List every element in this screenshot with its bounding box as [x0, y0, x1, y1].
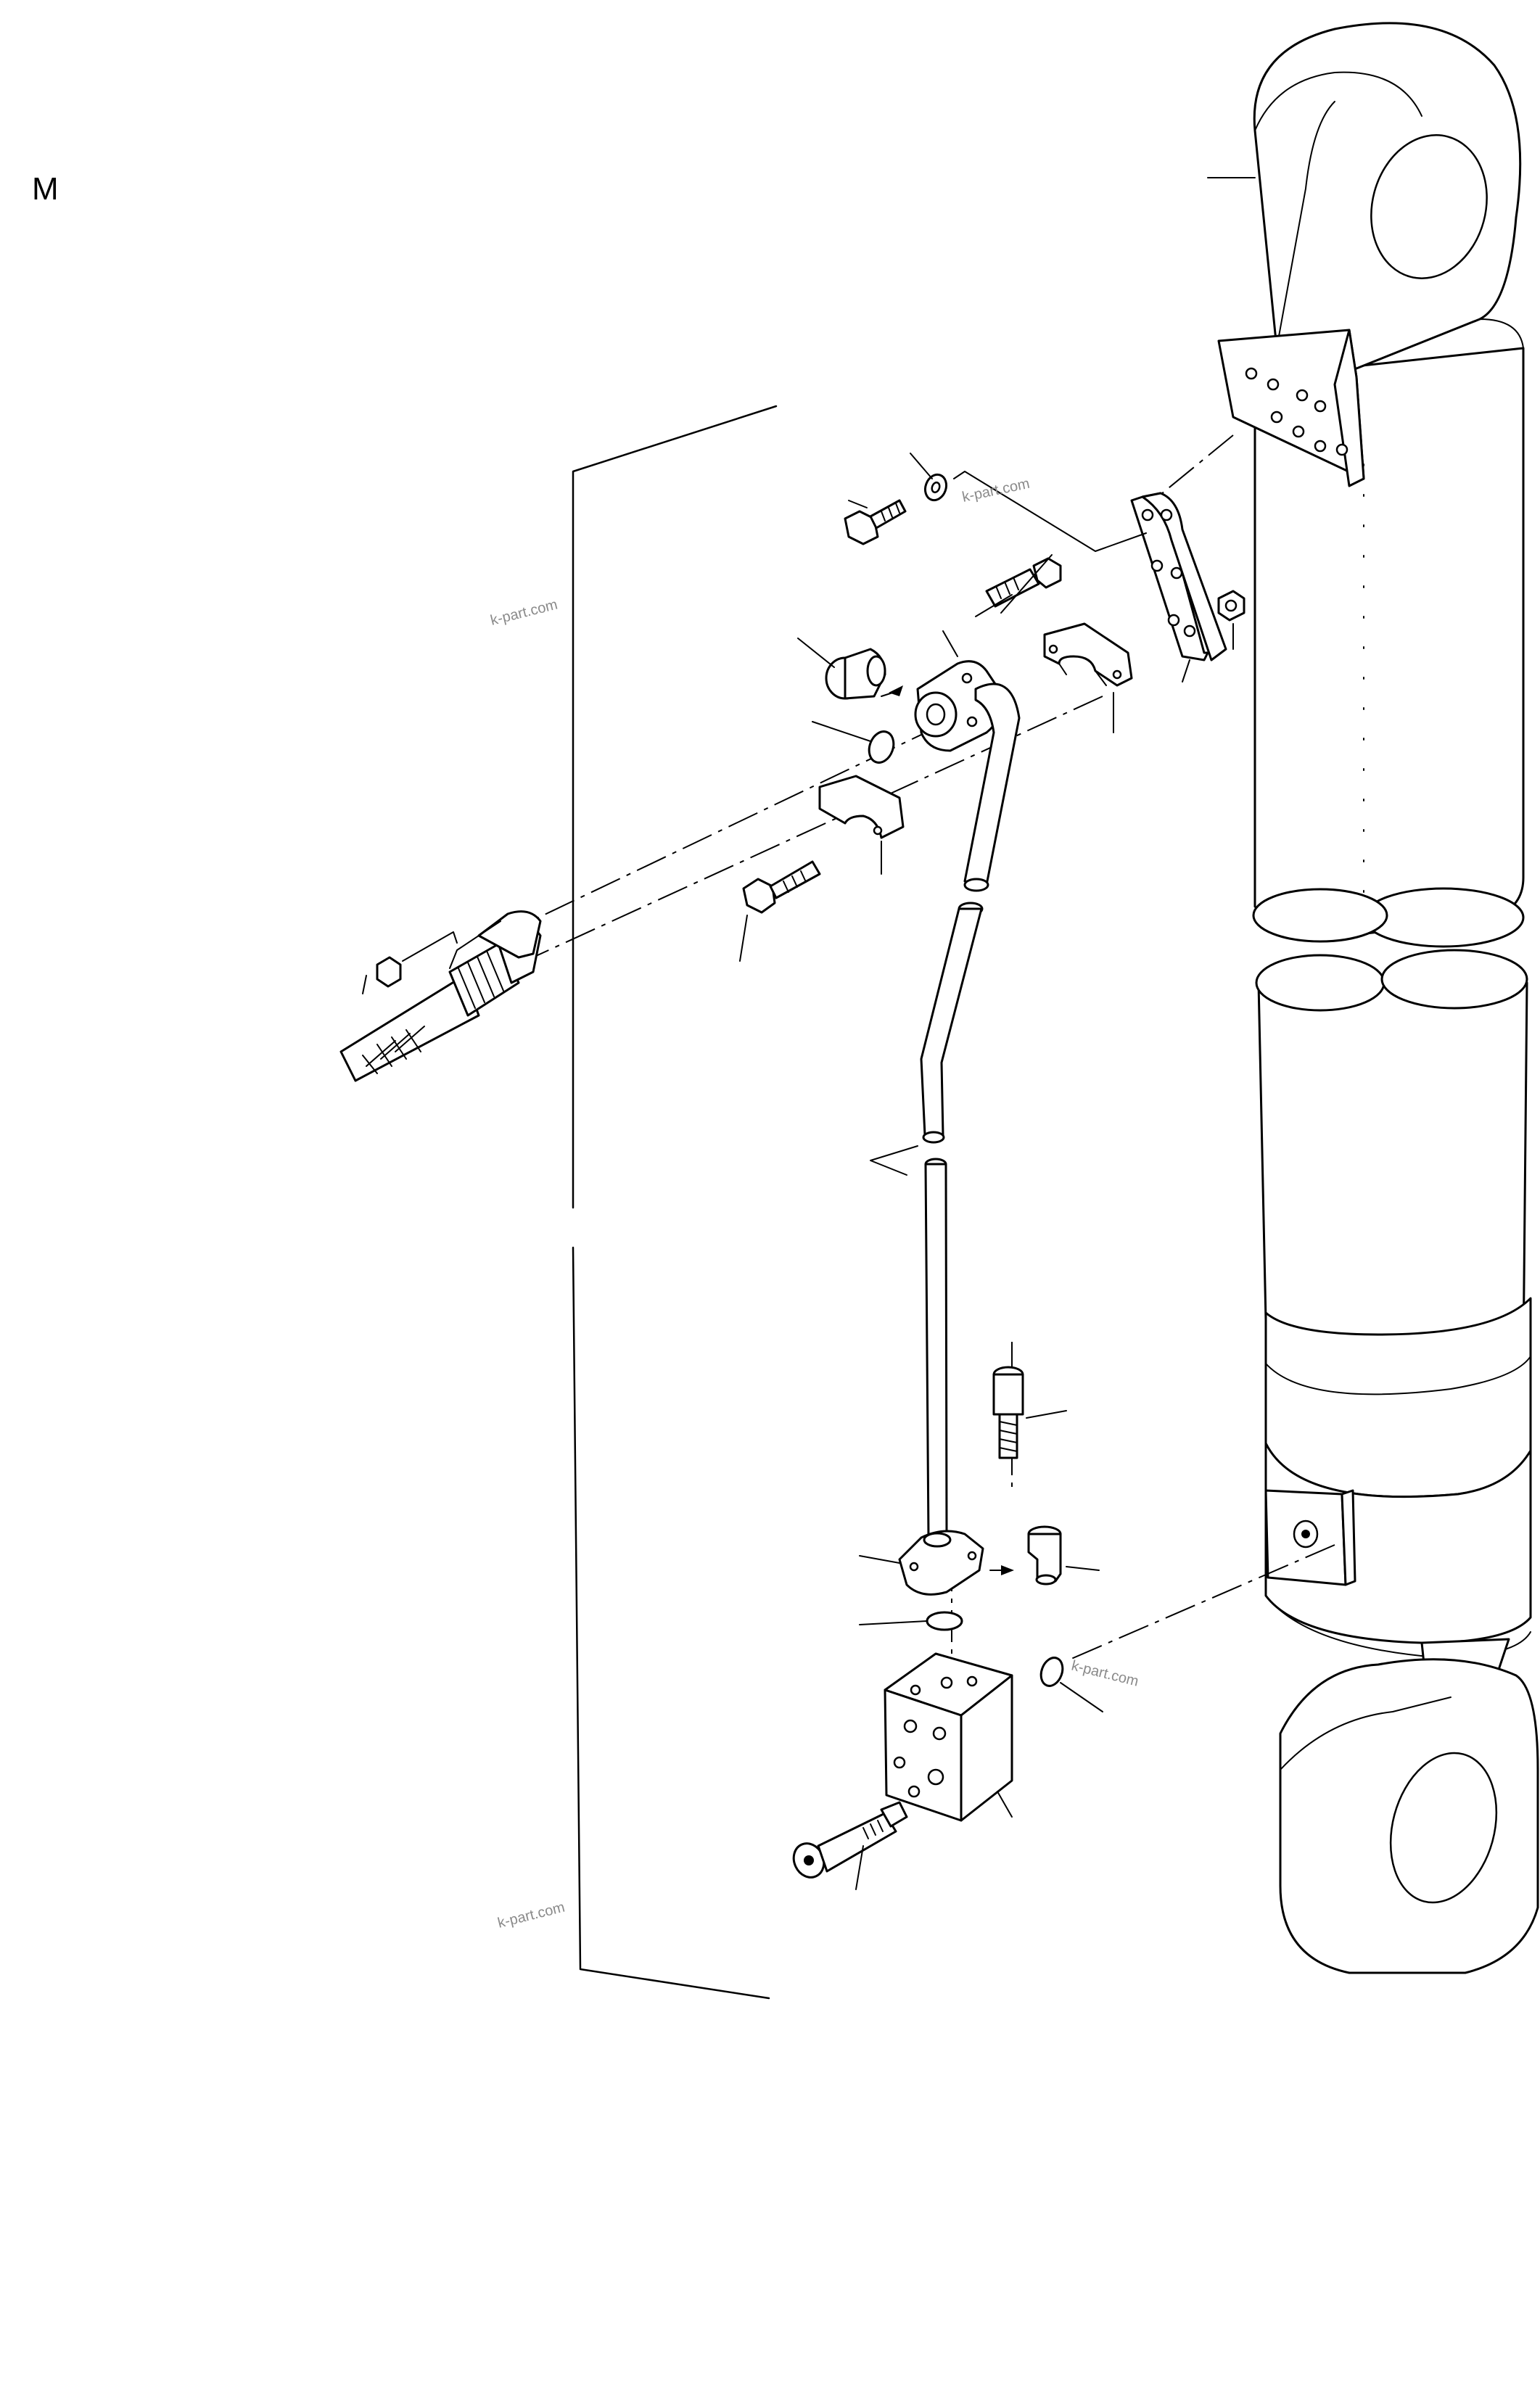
- watermark-3: k-part.com: [1070, 1658, 1140, 1690]
- o-ring-upper: [812, 721, 895, 764]
- watermark-2: k-part.com: [489, 597, 559, 629]
- valve-block: [884, 1652, 1013, 1822]
- socket-screw-lower: [992, 1366, 1067, 1459]
- cylinder-port-block-lower: [1264, 1489, 1356, 1586]
- pipe-flange-lower: [859, 1530, 984, 1596]
- hose-assembly: [339, 910, 542, 1082]
- watermark-1: k-part.com: [960, 476, 1031, 506]
- valve-block-screw: [792, 1801, 908, 1890]
- figure-corner-label: M: [32, 171, 59, 207]
- hydraulic-cylinder: [1217, 22, 1539, 1974]
- cylinder-barrel-cut-upper: [1252, 887, 1525, 948]
- pipe-clamp-lower-half: [818, 775, 905, 875]
- clamp-bolt: [739, 860, 821, 962]
- bracket-bolt: [844, 499, 907, 545]
- assembly-bracket-line: [572, 405, 778, 2000]
- cylinder-port-block-top: [1217, 329, 1365, 487]
- o-ring-lower: [859, 1611, 963, 1631]
- watermarks: k-part.com k-part.com k-part.com k-part.…: [489, 476, 1140, 1931]
- flange-bolt-upper: [985, 554, 1062, 614]
- hose-nut: [362, 931, 458, 994]
- pipe-flange-upper: [914, 630, 1003, 752]
- watermark-4: k-part.com: [496, 1900, 567, 1931]
- cylinder-barrel-lower: [1255, 949, 1532, 1658]
- cylinder-rod-eye-top: [1253, 22, 1522, 379]
- pipe-mounting-bracket: [1130, 492, 1227, 661]
- bracket-washer: [910, 453, 1147, 552]
- bracket-nut: [1217, 590, 1245, 650]
- plug-upper: [797, 638, 903, 700]
- o-ring-valve: [1039, 1657, 1103, 1712]
- cylinder-rod-eye-bottom: [1279, 1638, 1539, 1974]
- plug-lower: [989, 1525, 1100, 1586]
- pipe-clamp-upper-half: [1043, 622, 1133, 733]
- leader-lines: [975, 177, 1256, 683]
